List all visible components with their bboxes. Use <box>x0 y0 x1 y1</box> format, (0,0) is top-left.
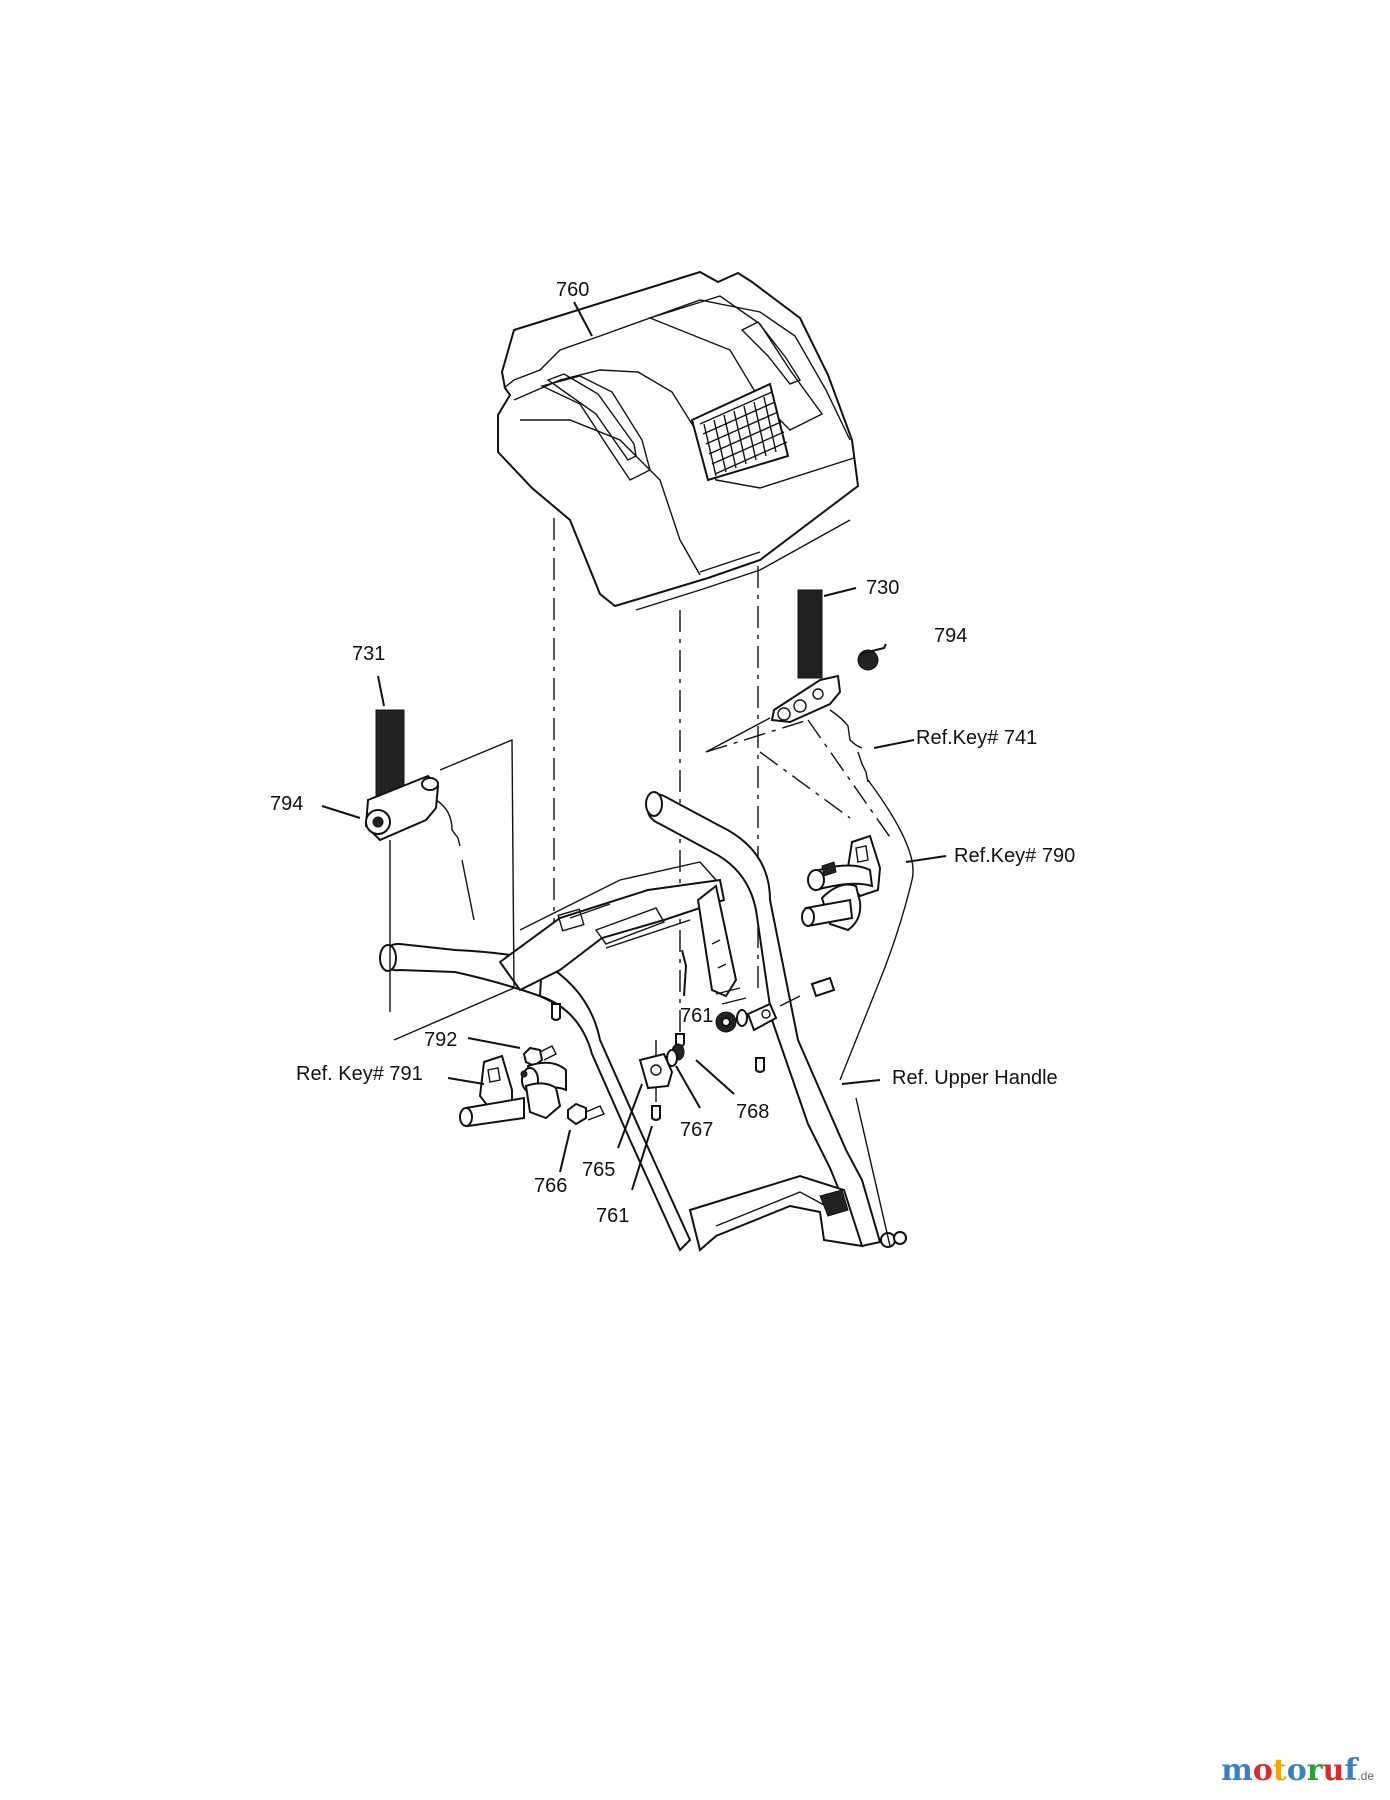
hardware-parts <box>459 779 914 1247</box>
watermark-letters: motoruf <box>1221 1753 1357 1788</box>
label-731: 731 <box>352 643 385 665</box>
label-761-upper: 761 <box>680 1005 713 1027</box>
label-ref-key-790: Ref.Key# 790 <box>954 845 1075 867</box>
label-765: 765 <box>582 1159 615 1181</box>
label-767: 767 <box>680 1119 713 1141</box>
callout-labels: 760 730 794 731 Ref.Key# 741 794 Ref.Key… <box>270 279 1075 1227</box>
label-768: 768 <box>736 1101 769 1123</box>
label-ref-upper-handle: Ref. Upper Handle <box>892 1067 1058 1089</box>
label-794-right: 794 <box>934 625 967 647</box>
right-decal-and-lever <box>705 589 879 783</box>
watermark-letter: f <box>1344 1753 1358 1788</box>
watermark-letter: u <box>1322 1753 1345 1788</box>
handle-assembly <box>379 791 907 1252</box>
label-761-lower: 761 <box>596 1205 629 1227</box>
watermark-letter: r <box>1306 1753 1323 1788</box>
label-792: 792 <box>424 1029 457 1051</box>
watermark-letter: t <box>1272 1753 1287 1788</box>
label-766: 766 <box>534 1175 567 1197</box>
watermark-suffix: .de <box>1357 1769 1374 1783</box>
label-794-left: 794 <box>270 793 303 815</box>
label-760: 760 <box>556 279 589 301</box>
leader-lines <box>321 301 947 1191</box>
watermark-letter: m <box>1221 1753 1253 1788</box>
watermark-letter: o <box>1252 1753 1273 1788</box>
watermark-letter: o <box>1286 1753 1307 1788</box>
cover-part-760 <box>497 270 860 611</box>
watermark-logo: motoruf.de <box>1221 1753 1374 1788</box>
axle-assembly-790 <box>801 834 882 932</box>
label-ref-key-791: Ref. Key# 791 <box>296 1063 423 1085</box>
label-730: 730 <box>866 577 899 599</box>
label-ref-key-741: Ref.Key# 741 <box>916 727 1037 749</box>
left-decal-and-lever <box>364 709 515 1041</box>
